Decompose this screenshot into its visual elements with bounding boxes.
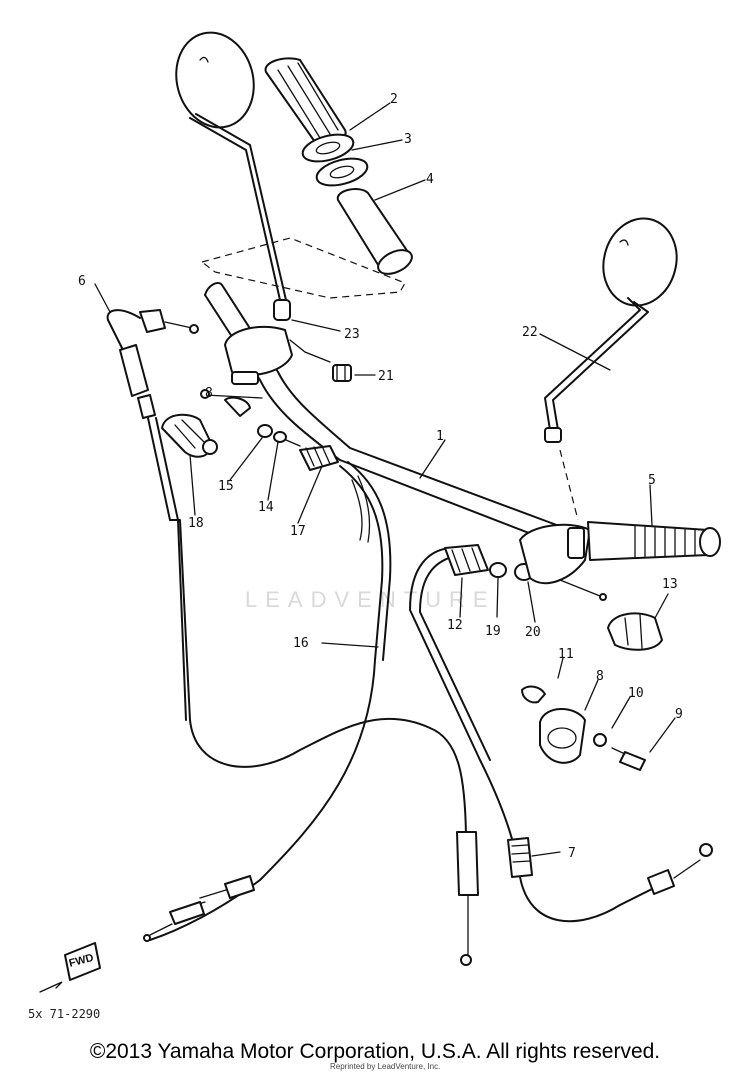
label-14: 14 bbox=[258, 500, 274, 515]
label-13: 13 bbox=[662, 577, 678, 592]
part-6-cable bbox=[106, 309, 199, 521]
label-20: 20 bbox=[525, 625, 541, 640]
watermark-text: LEADVENTURE bbox=[245, 587, 496, 612]
label-2: 2 bbox=[390, 92, 398, 107]
label-8a: 8 bbox=[596, 669, 604, 684]
label-12: 12 bbox=[447, 618, 463, 633]
label-4: 4 bbox=[426, 172, 434, 187]
part-labels: 1 2 3 4 5 6 7 8 8 9 10 11 12 13 14 15 16… bbox=[78, 92, 683, 861]
copyright-footer: ©2013 Yamaha Motor Corporation, U.S.A. A… bbox=[89, 1040, 661, 1063]
label-8b: 8 bbox=[205, 386, 213, 401]
label-23: 23 bbox=[344, 327, 360, 342]
label-6: 6 bbox=[78, 274, 86, 289]
cable-adjusters-right bbox=[444, 544, 534, 581]
label-3: 3 bbox=[404, 132, 412, 147]
cable-adjusters-left bbox=[257, 424, 339, 471]
label-17: 17 bbox=[290, 524, 306, 539]
label-21: 21 bbox=[378, 369, 394, 384]
label-15: 15 bbox=[218, 479, 234, 494]
part-18-switch bbox=[161, 413, 218, 458]
footer-subtext: Reprinted by LeadVenture, Inc. bbox=[330, 1062, 441, 1071]
label-11: 11 bbox=[558, 647, 574, 662]
label-16: 16 bbox=[293, 636, 309, 651]
leader-lines bbox=[94, 102, 676, 857]
forward-icon: FWD bbox=[39, 942, 101, 993]
left-mirror bbox=[175, 31, 291, 321]
part-21-screw bbox=[332, 364, 352, 382]
reference-code: 5x 71-2290 bbox=[28, 1007, 100, 1021]
label-9: 9 bbox=[675, 707, 683, 722]
label-5: 5 bbox=[648, 473, 656, 488]
label-1: 1 bbox=[436, 429, 444, 444]
right-mirror bbox=[544, 217, 678, 521]
part-13-switch bbox=[607, 612, 663, 651]
lower-cable-ends bbox=[143, 831, 479, 966]
exploded-view-box bbox=[200, 237, 406, 299]
left-grip-assembly bbox=[264, 57, 413, 275]
label-18: 18 bbox=[188, 516, 204, 531]
right-lever-grip bbox=[519, 521, 721, 601]
clamp-assembly bbox=[521, 685, 646, 771]
left-lever-perch bbox=[200, 325, 331, 417]
label-10: 10 bbox=[628, 686, 644, 701]
part-16-cable bbox=[149, 461, 467, 941]
label-19: 19 bbox=[485, 624, 501, 639]
label-22: 22 bbox=[522, 325, 538, 340]
label-7: 7 bbox=[568, 846, 576, 861]
